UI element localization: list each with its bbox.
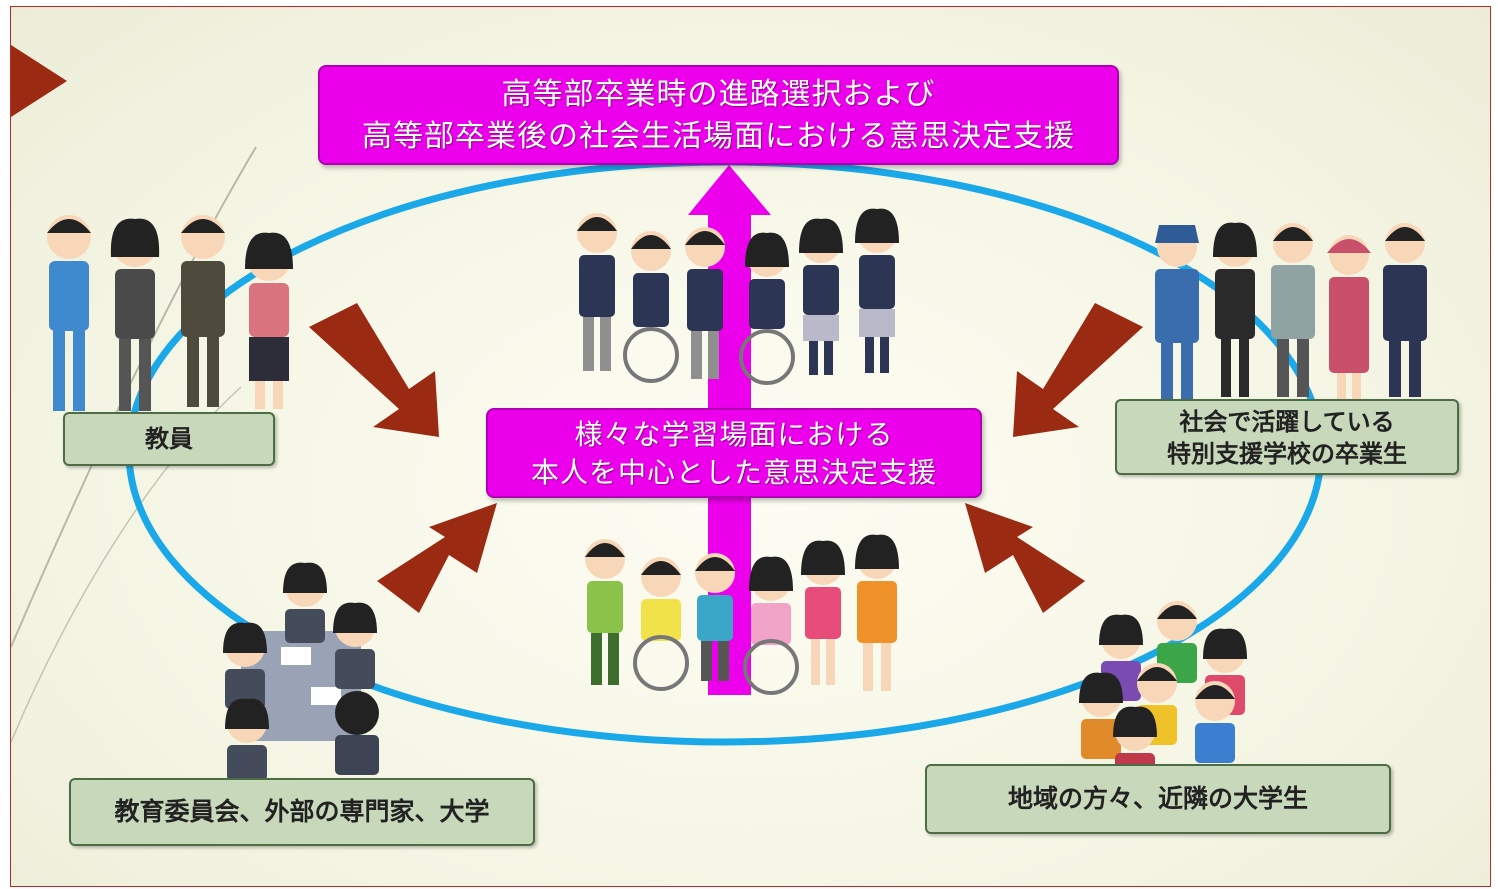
label-graduates: 社会で活躍している 特別支援学校の卒業生 xyxy=(1115,399,1459,475)
label-community: 地域の方々、近隣の大学生 xyxy=(925,764,1391,834)
corner-triangle-marker xyxy=(11,45,67,117)
students-uniform-illustration xyxy=(577,208,899,385)
center-box: 様々な学習場面における 本人を中心とした意思決定支援 xyxy=(486,408,982,498)
label-board: 教育委員会、外部の専門家、大学 xyxy=(69,778,535,846)
graduates-illustration xyxy=(1155,222,1427,403)
diagram-slide: 高等部卒業時の進路選択および 高等部卒業後の社会生活場面における意思決定支援 様… xyxy=(10,6,1491,887)
label-graduates-line-2: 特別支援学校の卒業生 xyxy=(1167,440,1407,468)
arrow-from-graduates xyxy=(1013,303,1143,437)
arrows-layer xyxy=(309,165,1143,695)
teachers-illustration xyxy=(47,215,293,411)
community-illustration xyxy=(1079,601,1247,777)
arrow-from-board xyxy=(377,503,497,613)
meeting-illustration xyxy=(223,562,379,781)
arrow-from-community xyxy=(965,503,1085,613)
goal-line-1: 高等部卒業時の進路選択および xyxy=(501,77,936,112)
label-graduates-line-1: 社会で活躍している xyxy=(1179,408,1395,436)
goal-box: 高等部卒業時の進路選択および 高等部卒業後の社会生活場面における意思決定支援 xyxy=(318,65,1119,165)
people-illustrations xyxy=(47,208,1427,781)
center-line-2: 本人を中心とした意思決定支援 xyxy=(530,456,937,489)
goal-line-2: 高等部卒業後の社会生活場面における意思決定支援 xyxy=(362,119,1075,154)
label-teachers: 教員 xyxy=(63,412,275,466)
arrow-from-teachers xyxy=(309,303,439,437)
students-casual-illustration xyxy=(585,534,899,695)
center-line-1: 様々な学習場面における xyxy=(574,418,894,451)
